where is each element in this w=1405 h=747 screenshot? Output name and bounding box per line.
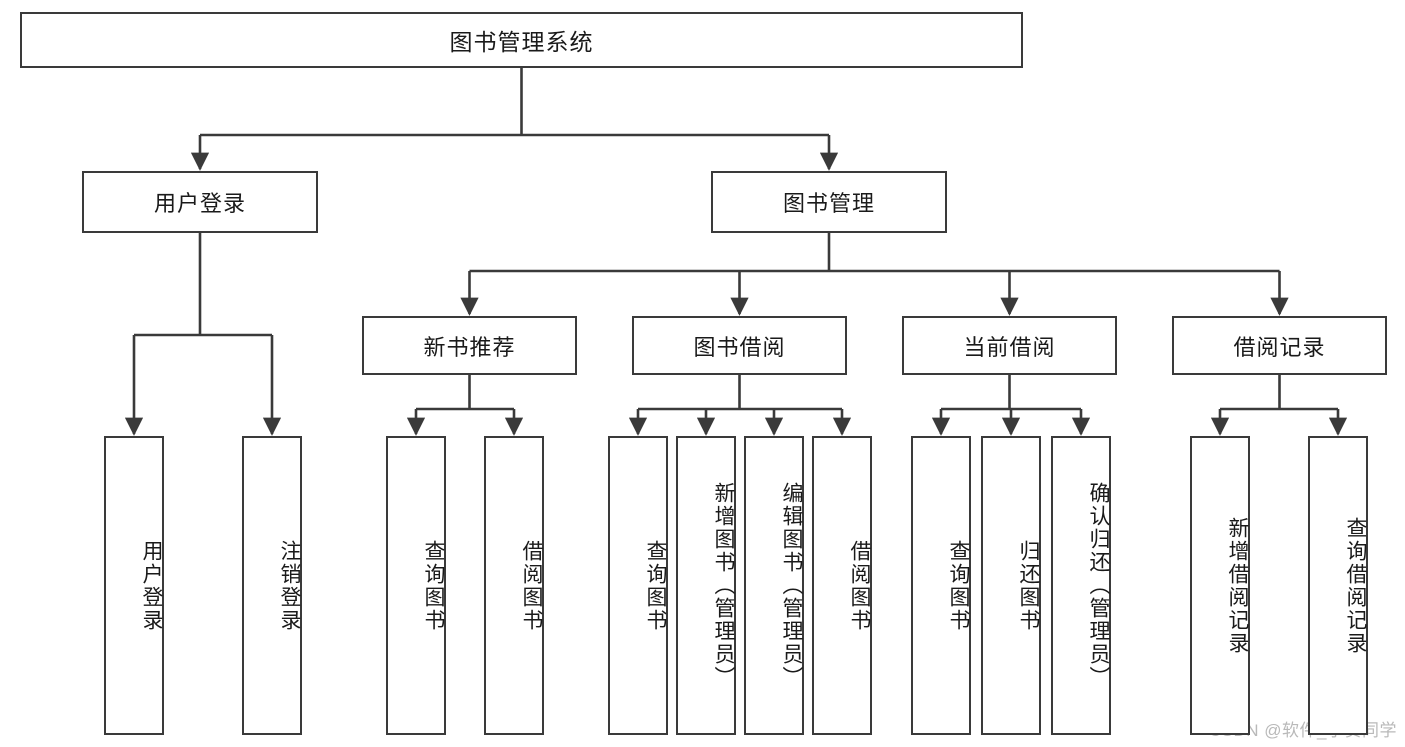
node-bb-query-book[interactable]: 查询图书 xyxy=(608,436,668,735)
node-label: 注销登录 xyxy=(278,539,301,632)
node-label: 查询图书 xyxy=(422,539,445,632)
node-label: 查询图书 xyxy=(644,539,667,632)
node-label: 图书借阅 xyxy=(693,334,786,360)
node-label: 新增借阅记录 xyxy=(1226,516,1249,655)
node-bb-edit-book[interactable]: 编辑图书（管理员） xyxy=(744,436,804,735)
node-label: 当前借阅 xyxy=(963,334,1056,360)
node-label: 用户登录 xyxy=(153,191,246,216)
node-label: 借阅图书 xyxy=(848,539,871,632)
node-label: 图书管理系统 xyxy=(449,29,594,55)
node-label: 查询借阅记录 xyxy=(1344,516,1367,655)
node-user-login-do[interactable]: 用户登录 xyxy=(104,436,164,735)
node-label: 借阅记录 xyxy=(1233,334,1326,360)
node-book-borrow[interactable]: 图书借阅 xyxy=(632,316,847,375)
node-nbr-query-book[interactable]: 查询图书 xyxy=(386,436,446,735)
node-br-query-record[interactable]: 查询借阅记录 xyxy=(1308,436,1368,735)
node-cb-query-book[interactable]: 查询图书 xyxy=(911,436,971,735)
node-bb-borrow-book[interactable]: 借阅图书 xyxy=(812,436,872,735)
node-book-management[interactable]: 图书管理 xyxy=(711,171,947,233)
node-user-login[interactable]: 用户登录 xyxy=(82,171,318,233)
node-borrow-records[interactable]: 借阅记录 xyxy=(1172,316,1387,375)
node-cb-return-book[interactable]: 归还图书 xyxy=(981,436,1041,735)
node-label: 图书管理 xyxy=(782,191,875,216)
node-cb-confirm-return[interactable]: 确认归还（管理员） xyxy=(1051,436,1111,735)
node-label: 查询图书 xyxy=(947,539,970,632)
node-root[interactable]: 图书管理系统 xyxy=(20,12,1023,68)
node-label: 确认归还（管理员） xyxy=(1087,482,1110,689)
node-label: 借阅图书 xyxy=(520,539,543,632)
node-bb-add-book[interactable]: 新增图书（管理员） xyxy=(676,436,736,735)
node-label: 归还图书 xyxy=(1017,539,1040,632)
node-label: 用户登录 xyxy=(140,539,163,632)
node-label: 新书推荐 xyxy=(423,334,516,360)
node-label: 编辑图书（管理员） xyxy=(780,482,803,689)
node-label: 新增图书（管理员） xyxy=(712,482,735,689)
node-user-logout[interactable]: 注销登录 xyxy=(242,436,302,735)
node-new-book-recommend[interactable]: 新书推荐 xyxy=(362,316,577,375)
node-br-add-record[interactable]: 新增借阅记录 xyxy=(1190,436,1250,735)
node-current-borrow[interactable]: 当前借阅 xyxy=(902,316,1117,375)
node-nbr-borrow-book[interactable]: 借阅图书 xyxy=(484,436,544,735)
